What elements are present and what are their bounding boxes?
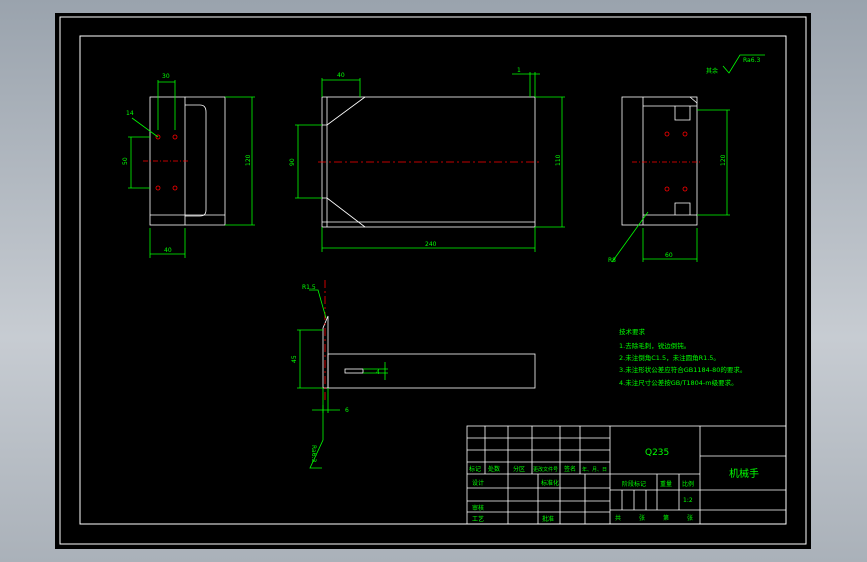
tb-ratio: 比例 — [682, 480, 694, 488]
dim-view1-right: 120 — [245, 154, 252, 166]
dimension-labels: 30 14 50 120 40 40 1 90 110 240 120 R8 6… — [122, 57, 760, 462]
tb-sheet-word: 张 — [639, 514, 645, 522]
inner-frame — [79, 35, 787, 525]
technical-requirements: 技术要求 1.去除毛刺，锐边倒钝。 2.未注倒角C1.5，未注圆角R1.5。 3… — [619, 327, 746, 387]
tb-label: 更改文件号 — [533, 466, 558, 473]
dim-view1-bottom: 40 — [164, 247, 172, 254]
tb-label: 处数 — [488, 465, 500, 473]
dim-view2-top: 40 — [337, 72, 345, 79]
dim-view2-top-right: 1 — [517, 67, 521, 74]
dim-view2-bottom: 240 — [425, 241, 437, 248]
tb-label: 年、月、日 — [582, 466, 607, 473]
tb-standardize: 标准化 — [541, 479, 559, 487]
tb-design: 设计 — [472, 479, 484, 487]
section-dimensions — [297, 289, 388, 469]
tb-weight: 重量 — [660, 480, 672, 488]
front-view-holes — [155, 134, 178, 191]
tb-review: 审核 — [472, 504, 484, 512]
title-block-text: 标记 处数 分区 更改文件号 签名 年、月、日 设计 标准化 审核 工艺 批准 … — [469, 448, 759, 523]
tb-sheet-word: 张 — [687, 514, 693, 522]
finish-value: Ra6.3 — [743, 57, 760, 64]
side-view-dimensions — [611, 109, 730, 263]
tb-label: 标记 — [469, 465, 481, 473]
title-block — [466, 425, 787, 525]
tb-label: 签名 — [564, 465, 576, 473]
tb-process: 工艺 — [472, 515, 484, 523]
surface-finish-symbol — [722, 54, 765, 74]
dim-view4-bottom: 6 — [345, 407, 349, 414]
tech-req-item: 1.去除毛刺，锐边倒钝。 — [619, 341, 690, 350]
tb-sheet-word: 第 — [663, 514, 669, 522]
dim-view1-hole: 14 — [126, 110, 134, 117]
tech-req-title: 技术要求 — [619, 327, 646, 336]
part-name: 机械手 — [729, 467, 759, 480]
side-view — [621, 96, 698, 226]
tb-label: 分区 — [513, 465, 525, 473]
front-view-dimensions — [128, 80, 255, 258]
dim-view3-right: 120 — [720, 154, 727, 166]
top-view-dimensions — [295, 72, 565, 252]
tb-scale: 1:2 — [683, 497, 693, 504]
tech-req-item: 4.未注尺寸公差按GB/T1804-m级要求。 — [619, 378, 738, 387]
tech-req-item: 3.未注形状公差应符合GB1184-80的要求。 — [619, 365, 746, 374]
section-view — [322, 315, 536, 389]
dim-view2-right: 110 — [555, 154, 562, 166]
tb-stage-mark: 阶段标记 — [622, 480, 646, 488]
dim-view4-finish: Ra6.3 — [310, 445, 317, 462]
dim-view3-leader: R8 — [608, 257, 616, 264]
dim-view1-left: 50 — [122, 157, 129, 165]
dim-view3-bottom: 60 — [665, 252, 673, 259]
finish-label: 其余 — [706, 67, 718, 75]
dim-view2-left: 90 — [289, 158, 296, 166]
outer-frame — [59, 16, 807, 545]
dim-view4-mid: 4 — [376, 369, 380, 376]
material: Q235 — [645, 448, 669, 458]
dim-view4-left: 45 — [291, 355, 298, 363]
tech-req-item: 2.未注倒角C1.5，未注圆角R1.5。 — [619, 353, 720, 362]
drawing-sheet — [55, 13, 811, 549]
dim-view4-top: R1.5 — [302, 284, 316, 291]
side-view-holes — [664, 131, 688, 192]
tb-approve: 批准 — [542, 515, 554, 523]
tb-sheet-word: 共 — [615, 514, 621, 522]
dim-view1-top: 30 — [162, 73, 170, 80]
